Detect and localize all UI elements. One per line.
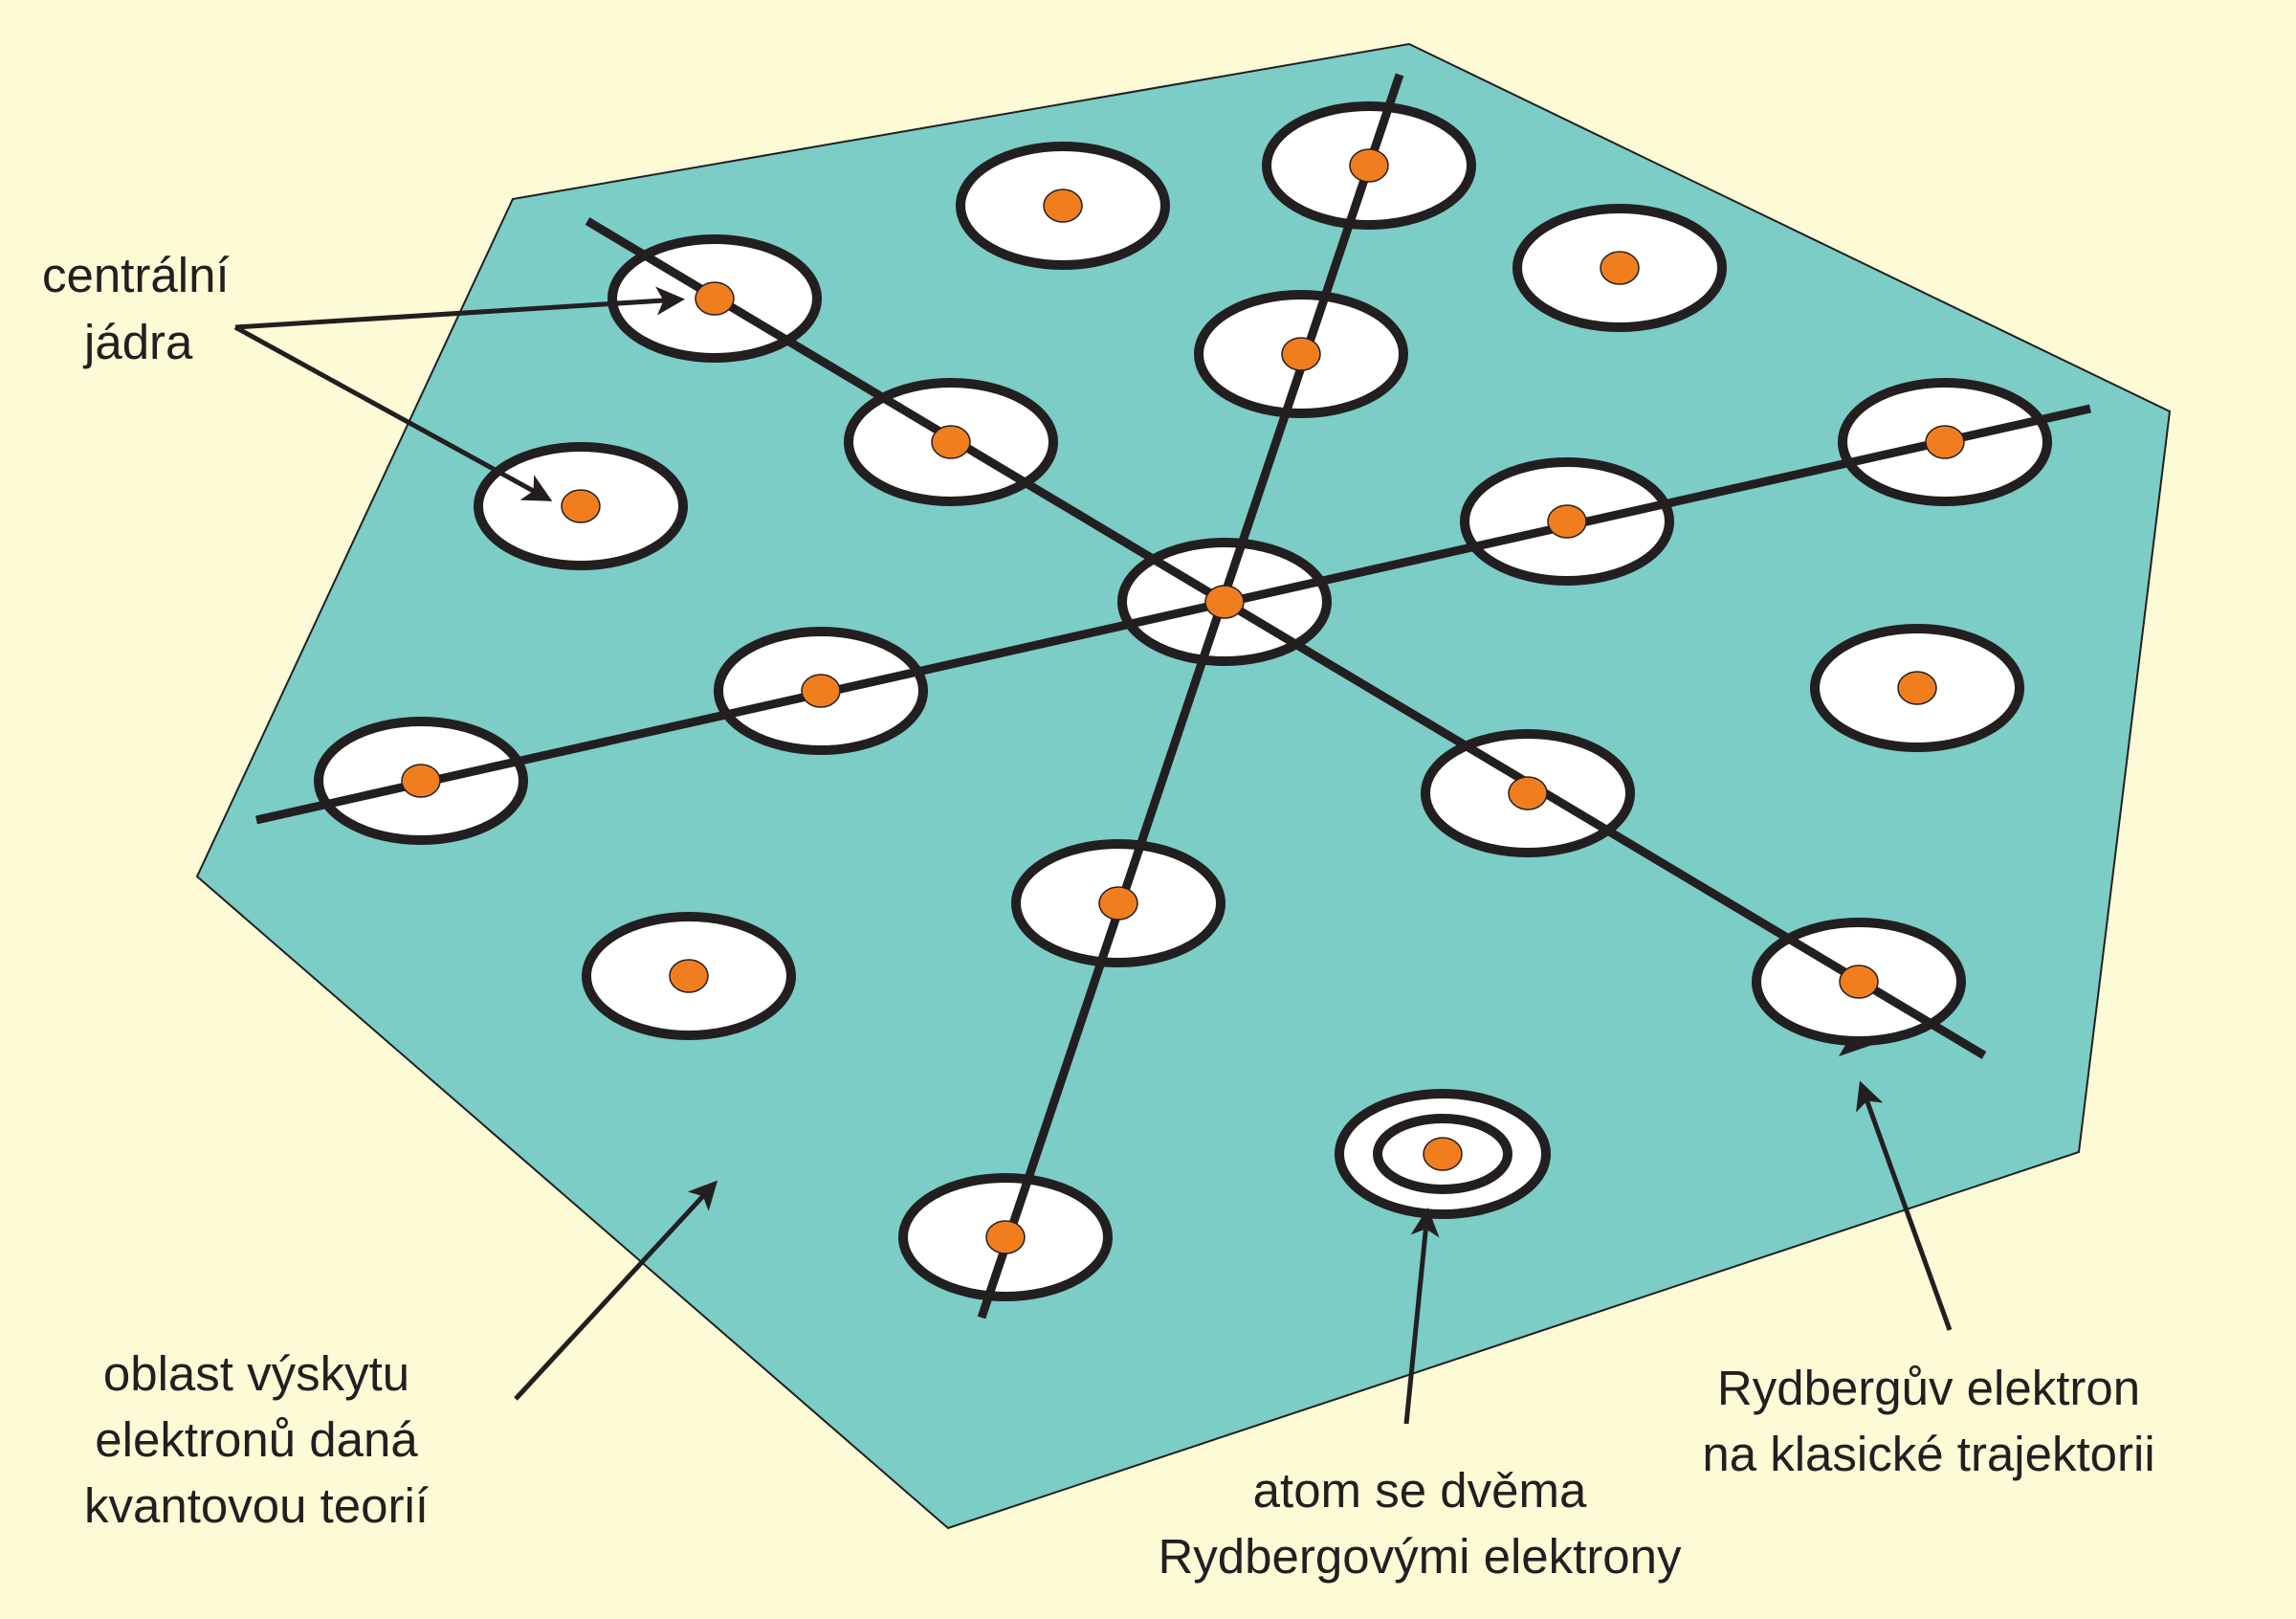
nucleus: [1600, 251, 1640, 285]
double-atom-inner-orbit: [1373, 1114, 1512, 1194]
label-line: centrální: [42, 248, 230, 302]
nucleus: [1204, 585, 1245, 619]
nucleus: [1839, 965, 1879, 999]
nucleus: [985, 1220, 1026, 1254]
label-line: jádra: [82, 315, 193, 369]
nucleus: [1508, 776, 1548, 810]
label-line: na klasické trajektorii: [1702, 1427, 2154, 1481]
arrow-central-nuclei-lower: [233, 324, 553, 501]
label-line: elektronů daná: [95, 1412, 418, 1467]
orbit-direction-arrowhead: [1839, 1035, 1872, 1056]
lattice-axes: [255, 73, 2091, 1320]
label-classical-electron: Rydbergův elektron na klasické trajektor…: [1702, 1361, 2154, 1481]
pointer-arrows: [233, 286, 1953, 1425]
arrow-classical-electron: [1856, 1080, 1953, 1331]
nucleus: [1423, 1137, 1463, 1171]
nucleus: [1349, 148, 1389, 183]
nucleus: [695, 281, 735, 316]
lattice-axis-line: [255, 404, 2091, 825]
arrow-double-atom: [1403, 1208, 1440, 1425]
label-central-nuclei: centrální jádra: [42, 248, 230, 369]
nucleus: [1925, 425, 1965, 459]
nucleus: [1547, 504, 1587, 539]
label-double-atom: atom se dvěma Rydbergovými elektrony: [1158, 1463, 1682, 1584]
nucleus: [669, 959, 709, 993]
arrow-electron-region: [514, 1180, 718, 1401]
label-line: oblast výskytu: [103, 1346, 409, 1401]
nucleus: [1043, 189, 1083, 223]
nucleus: [801, 674, 841, 708]
nuclei-layer: [401, 148, 1965, 1254]
label-line: atom se dvěma: [1253, 1463, 1587, 1518]
lattice-axis-line: [585, 217, 1987, 1059]
arrow-central-nuclei-upper: [234, 286, 685, 330]
nucleus: [931, 425, 971, 459]
nucleus: [1897, 671, 1937, 705]
label-electron-region: oblast výskytu elektronů daná kvantovou …: [84, 1346, 429, 1533]
lattice-axis-line: [977, 73, 1404, 1320]
label-line: kvantovou teorií: [84, 1478, 429, 1533]
label-line: Rydbergův elektron: [1717, 1361, 2140, 1415]
nucleus: [401, 764, 441, 798]
nucleus: [561, 489, 601, 523]
label-line: Rydbergovými elektrony: [1158, 1529, 1682, 1584]
electron-region-hexagon: [195, 42, 2172, 1530]
nucleus: [1098, 886, 1138, 920]
nucleus: [1281, 337, 1321, 371]
